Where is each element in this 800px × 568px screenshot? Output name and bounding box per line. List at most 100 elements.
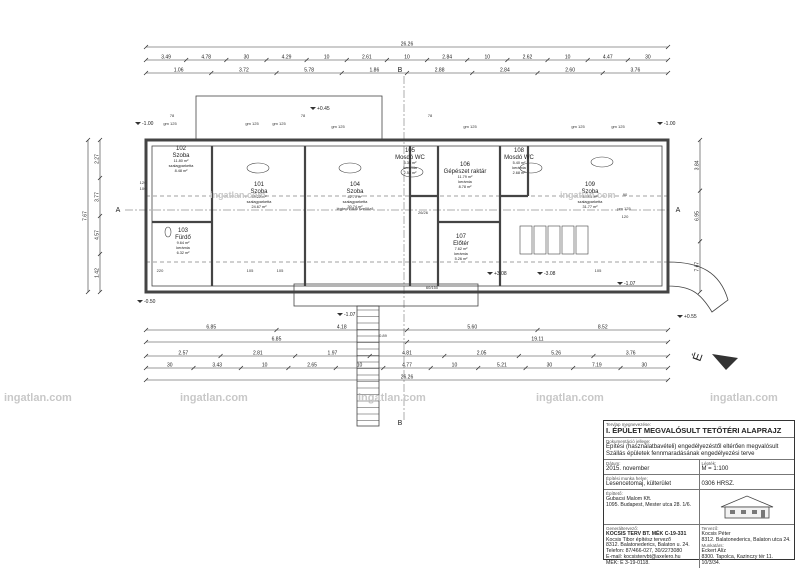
room-area: 24.67 m² [252,205,268,209]
room-floor: szalagparketta [169,164,195,168]
sink-fixture [590,156,614,168]
roof-balcony [195,95,383,141]
level-value: +3.08 [494,271,507,277]
bottom-dim-row1-tick [143,327,149,333]
top-dim-row2-label: 2.88 [435,68,445,74]
level-marker [135,122,141,125]
section-letter: B [398,420,403,427]
designer-line: Kocsis Tibor építész tervező [606,536,671,543]
title-label: Tervlap megnevezése: [606,422,652,427]
top-dim-row1-tick [344,57,350,63]
level-marker [677,315,683,318]
bottom-dim-row4-tick [428,365,434,371]
north-label: É [689,350,706,363]
room-area-gross: 42.70 m² [348,195,364,199]
left-dim-tick [97,137,103,143]
stair [356,305,380,427]
top-dim-row1-tick [224,57,229,63]
top-dim-row1-tick [625,57,631,63]
top-dim-row1-label: 10 [404,55,410,61]
designer-line: MÉK: É 3-19-0118. [606,560,650,567]
level-marker [310,107,316,110]
misc-label: 26/26 [418,210,429,215]
tervezo-label: Tervező: [701,526,719,532]
top-dim-row1-tick [384,57,390,63]
bottom-dim-row2-label: 6.85 [272,337,282,343]
bottom-dim-row3-tick [218,353,223,359]
room-name: Mosdó WC [504,155,534,161]
munkatars-address: 8300. Tapolca, Kazinczy tér 11. 10/3/34. [701,553,774,566]
misc-label: 90 [623,192,628,197]
bottom-dim-row3-label: 2.81 [253,351,263,357]
bottom-dim-row4-label: 3.43 [212,363,222,369]
bottom-dim-row4-tick [618,365,623,371]
north-arrow-head [712,354,738,370]
room-area: 6.32 m² [177,251,191,255]
level-marker [487,272,493,275]
top-dim-row2-tick [535,70,540,76]
place-value: Lesencetomaj, külterület [606,481,672,488]
owner-label: Építtető: [606,491,623,497]
top-dim-row1-tick [505,57,510,63]
room-area-gross: 44.15 m² [583,195,599,199]
bottom-total-dim-tick [665,377,671,383]
bottom-dim-row2-tick [665,339,671,345]
misc-label: 105 [247,268,254,273]
munkatars-name: Eckert Alíz [701,547,727,554]
bottom-dim-row1-label: 4.18 [337,325,347,331]
top-dim-row1-tick [665,57,671,63]
bottom-dim-row3-tick [516,353,522,359]
inner-wall-line [151,145,663,287]
bottom-dim-row4-label: 10 [452,363,458,369]
top-dim-row1-label: 2.84 [442,55,452,61]
right-dim-tick [697,289,703,295]
level-marks: +0.45-1.00-1.00-0.50-1.07+3.08-3.08-1.07… [135,106,697,320]
bottom-dim-row2-tick [143,339,149,345]
misc-label: 78 [170,113,175,118]
level-marker [137,300,143,303]
bottom-dim-row3-label: 2.05 [477,351,487,357]
top-dim-row1-label: 3.49 [161,55,171,61]
bottom-dim-row4-tick [191,365,196,371]
bottom-dim-row4-tick [333,365,339,371]
left-dim-tick [97,251,103,257]
bottom-dim-row4-tick [523,365,528,371]
room-number: 108 [514,148,525,154]
level-value: -1.00 [664,121,676,127]
room-name: Szoba [581,189,599,195]
left-dim-tick [97,213,103,219]
top-dim-row1-tick [585,57,590,63]
room-number: 109 [585,182,596,188]
sink-fixture [400,166,424,178]
room-floor: kerámia [454,252,468,256]
misc-label: gm 125 [463,124,477,129]
top-dim-row2-label: 2.84 [500,68,510,74]
bottom-total-dim-label: 26.26 [401,375,414,381]
level-marker [537,272,543,275]
outer-wall [144,138,670,294]
sink-fixture [246,162,270,174]
room-area-gross: 7.62 m² [455,247,469,251]
top-dim-row2-tick [404,70,410,76]
watermark: ingatlan.com [210,190,266,200]
room-number: 107 [456,234,467,240]
munkatars-label: Munkatárs: [701,543,724,549]
bottom-dim-row3-tick [143,353,149,359]
hrsz-value: 0306 HRSZ. [701,481,735,488]
sink-fixture [519,162,543,174]
top-dim-row2-tick [274,70,279,76]
top-dim-row1-label: 30 [244,55,250,61]
room-area: 31.77 m² [583,205,599,209]
room-name: Mosdó WC [395,155,425,161]
top-dim-row1-tick [264,57,269,63]
dimension-lines [85,44,703,383]
top-dim-row1-label: 4.78 [201,55,211,61]
bed [533,225,547,255]
room-area-gross: 33.22 m² [252,195,268,199]
top-dim-row2-tick [665,70,671,76]
misc-label: gm 125 [245,121,259,126]
level-value: -0.50 [144,299,156,305]
